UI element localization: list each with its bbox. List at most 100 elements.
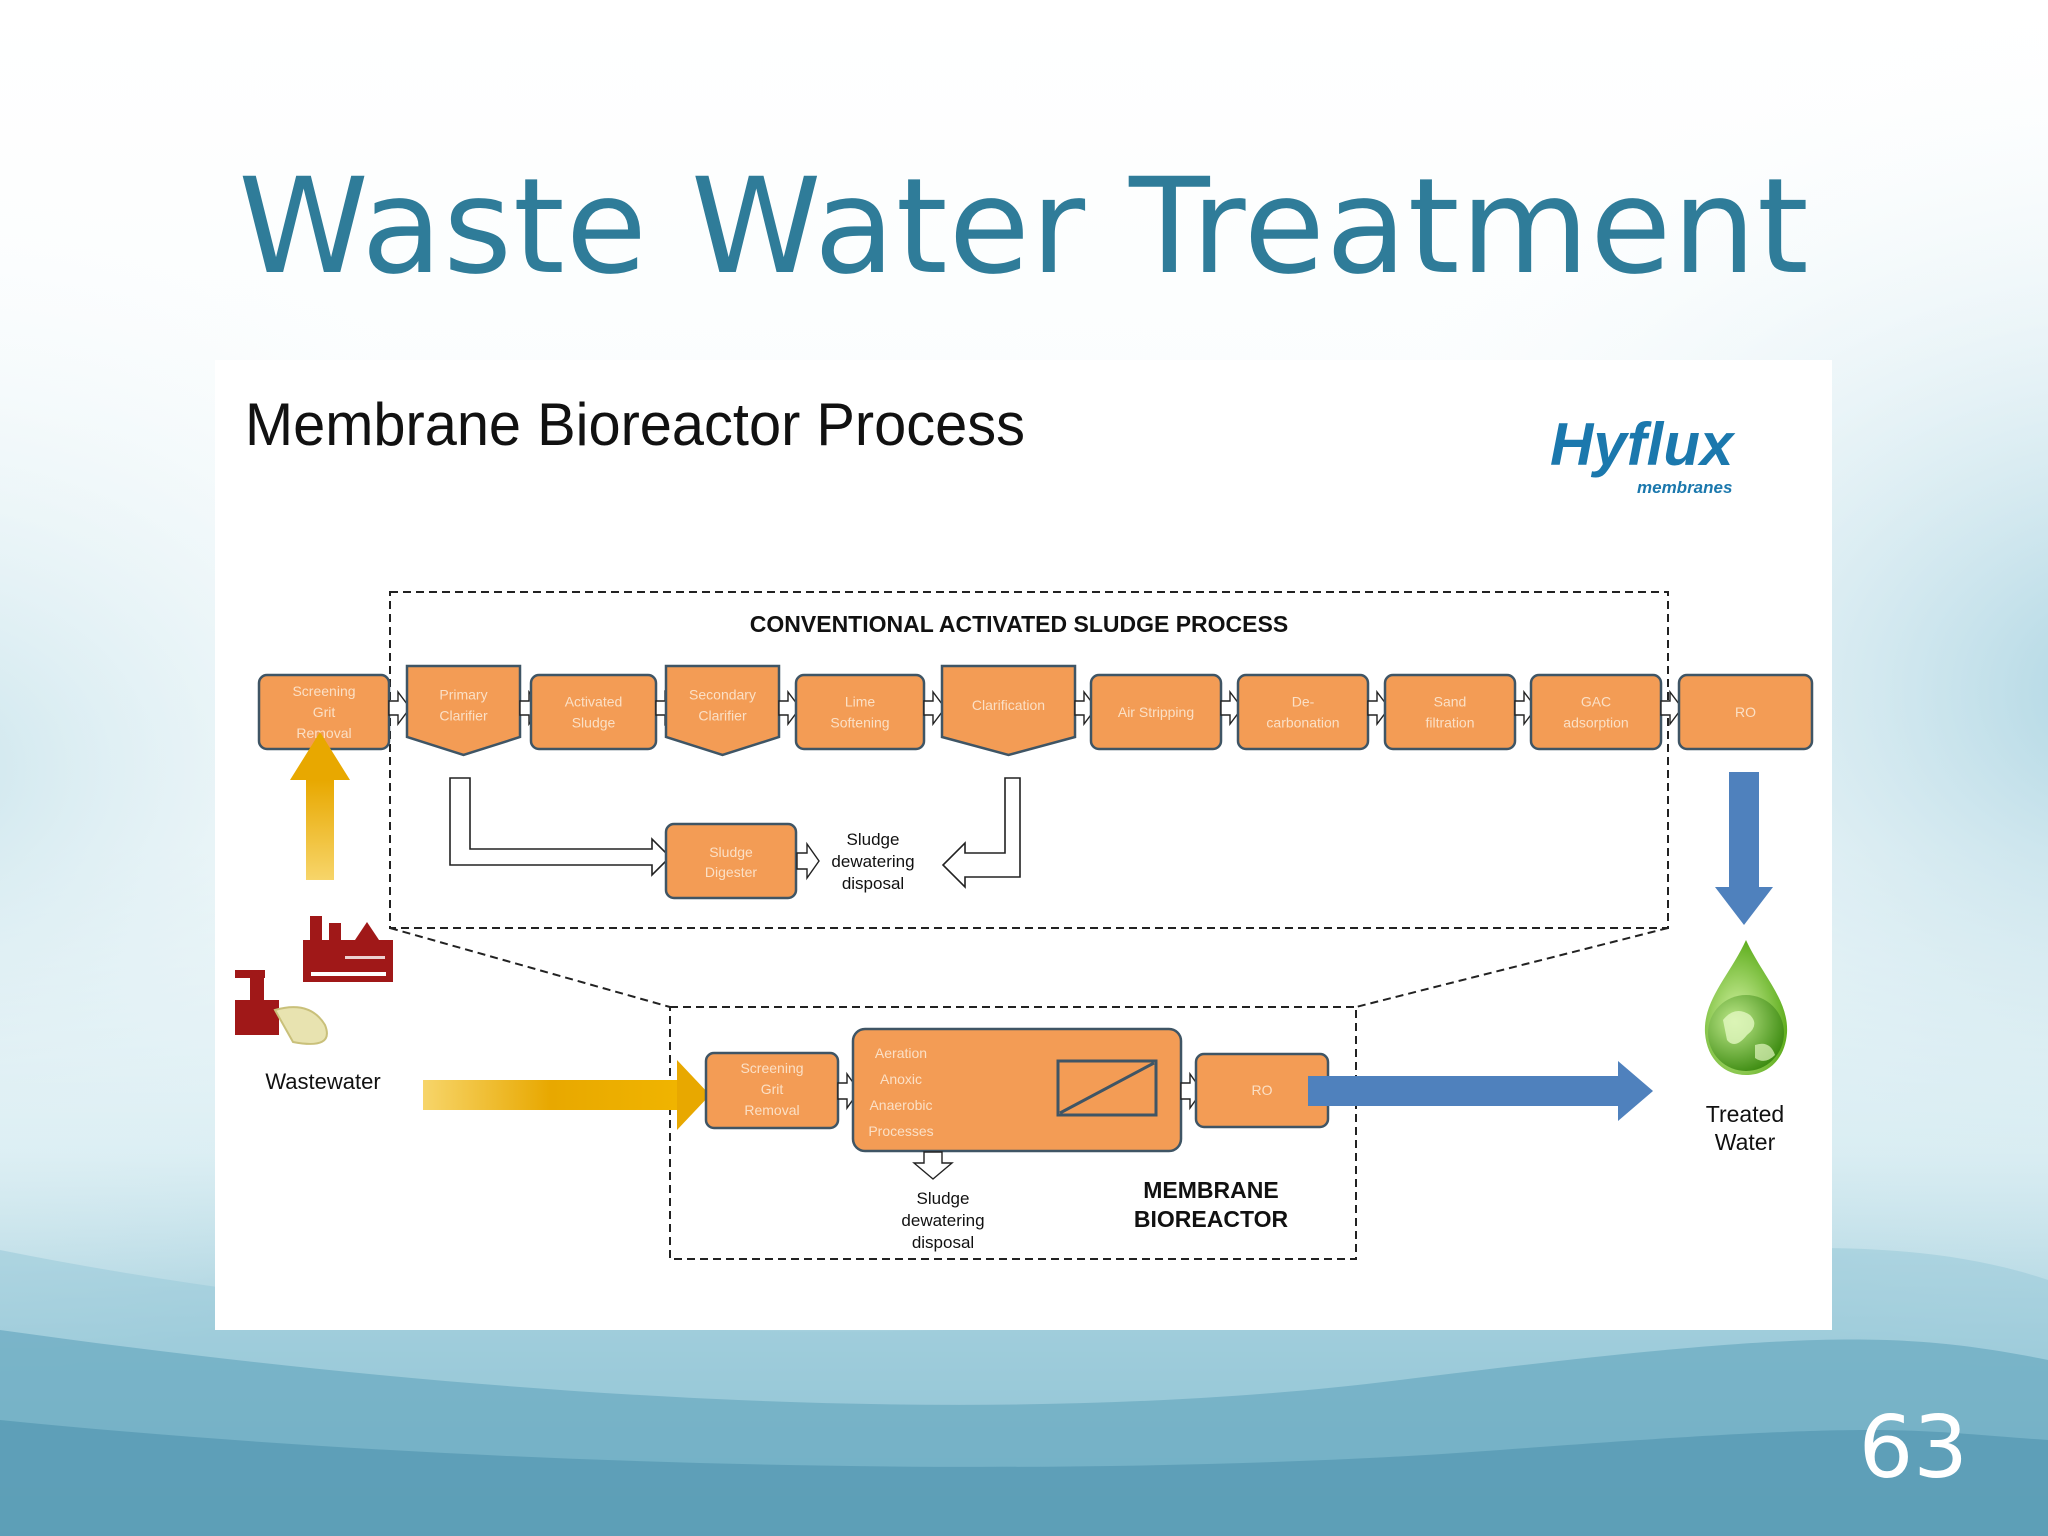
input-arrow-head (290, 732, 350, 780)
process-step-label: Screening (292, 683, 355, 699)
mbr-heading-line-2: BIOREACTOR (1134, 1206, 1289, 1232)
factory-icon (235, 916, 393, 1045)
process-step-label: Air Stripping (1118, 704, 1194, 720)
mbr-frame (669, 1006, 1357, 1260)
process-step-label: Sludge (572, 715, 616, 731)
digester-out-arrow (796, 841, 820, 881)
process-step-shape (1529, 673, 1663, 751)
zoom-line-left (389, 927, 671, 1008)
wastewater-arrow-shaft (423, 1080, 678, 1110)
mbr-disposal-line-3: disposal (912, 1233, 974, 1252)
process-step-label: GAC (1581, 694, 1611, 710)
hyflux-logo: Hyflux membranes (1550, 411, 1736, 497)
mbr-sludge-arrow (912, 1151, 954, 1180)
conv-disposal-line-1: Sludge (847, 830, 900, 849)
process-step-shape (794, 673, 926, 751)
process-step-6: Clarification (940, 664, 1077, 757)
process-step-label: Secondary (689, 687, 756, 703)
conv-disposal-line-2: dewatering (831, 852, 914, 871)
process-step-shape (1383, 673, 1517, 751)
flow-arrow (923, 689, 946, 727)
process-step-label: Clarification (972, 697, 1045, 713)
mbr-process-line-4: Processes (868, 1123, 933, 1139)
process-step-label: RO (1735, 704, 1756, 720)
flow-arrow (388, 689, 411, 727)
process-step-label: Removal (296, 725, 351, 741)
mbr-processes-box: Aeration Anoxic Anaerobic Processes (851, 1027, 1183, 1153)
process-step-shape (664, 664, 781, 757)
sludge-digester: Sludge Digester (664, 822, 798, 900)
sludge-arrow-right (941, 777, 1021, 889)
process-step-9: Sand filtration (1383, 673, 1517, 751)
process-step-shape (1677, 673, 1814, 751)
conv-disposal-line-3: disposal (842, 874, 904, 893)
treated-arrow-head (1618, 1061, 1653, 1121)
water-drop-globe-icon (1704, 940, 1788, 1075)
process-step-8: De-carbonation (1236, 673, 1370, 751)
conventional-heading: CONVENTIONAL ACTIVATED SLUDGE PROCESS (750, 611, 1288, 637)
sludge-arrow-left (449, 777, 672, 877)
flow-arrow (1220, 689, 1243, 727)
process-step-shape (1236, 673, 1370, 751)
process-step-label: filtration (1425, 715, 1474, 731)
mbr-screening-line-1: Screening (740, 1060, 803, 1076)
mbr-process-diagram: Membrane Bioreactor Process Hyflux membr… (215, 360, 1832, 1330)
conventional-sludge-disposal: Sludge dewatering disposal (831, 830, 914, 893)
treated-arrow-shaft (1308, 1076, 1620, 1106)
page-number: 63 (1858, 1398, 1968, 1498)
process-step-label: adsorption (1563, 715, 1628, 731)
mbr-process-line-1: Aeration (875, 1045, 927, 1061)
diagram-heading: Membrane Bioreactor Process (245, 391, 1025, 458)
digester-line-2: Digester (705, 864, 757, 880)
logo-sub: membranes (1637, 478, 1732, 497)
treated-water-line-2: Water (1715, 1129, 1776, 1155)
process-step-label: Lime (845, 694, 876, 710)
mbr-screening-line-3: Removal (744, 1102, 799, 1118)
process-step-label: Primary (439, 687, 487, 703)
mbr-heading: MEMBRANE BIOREACTOR (1134, 1177, 1289, 1232)
mbr-process-line-2: Anoxic (880, 1071, 922, 1087)
mbr-process-line-3: Anaerobic (869, 1097, 932, 1113)
logo-brand: Hyflux (1550, 411, 1736, 478)
process-step-label: Clarifier (698, 708, 747, 724)
input-arrow-shaft (306, 780, 334, 880)
flow-arrow (1367, 689, 1390, 727)
flow-arrow (778, 689, 801, 727)
process-step-7: Air Stripping (1089, 673, 1223, 751)
process-step-label: Softening (830, 715, 889, 731)
mbr-ro-label: RO (1252, 1082, 1273, 1098)
slide-title: Waste Water Treatment (238, 150, 1810, 304)
process-step-shape (940, 664, 1077, 757)
process-step-label: Sand (1434, 694, 1467, 710)
process-step-label: Activated (565, 694, 623, 710)
conventional-frame (389, 591, 1669, 929)
mbr-screening-line-2: Grit (761, 1081, 784, 1097)
process-step-label: carbonation (1266, 715, 1339, 731)
wastewater-label: Wastewater (265, 1069, 380, 1094)
mbr-heading-line-1: MEMBRANE (1143, 1177, 1278, 1203)
ro-down-arrow-head (1715, 887, 1773, 925)
mbr-screening-box: Screening Grit Removal (704, 1051, 840, 1130)
process-step-label: Clarifier (439, 708, 488, 724)
process-step-shape (405, 664, 522, 757)
mbr-sludge-disposal: Sludge dewatering disposal (901, 1189, 984, 1252)
wastewater-arrow-head (677, 1060, 710, 1130)
conventional-steps: ScreeningGritRemovalPrimaryClarifierActi… (257, 664, 1814, 757)
ro-down-arrow-shaft (1729, 772, 1759, 887)
mbr-disposal-line-2: dewatering (901, 1211, 984, 1230)
membrane-module-icon (1056, 1059, 1158, 1117)
process-step-label: Grit (313, 704, 336, 720)
mbr-disposal-line-1: Sludge (917, 1189, 970, 1208)
flow-arrow (1660, 689, 1683, 727)
digester-line-1: Sludge (709, 844, 753, 860)
process-step-shape (529, 673, 658, 751)
zoom-line-right (1355, 927, 1669, 1008)
process-step-label: De- (1292, 694, 1315, 710)
process-step-11: RO (1677, 673, 1814, 751)
process-step-10: GAC adsorption (1529, 673, 1663, 751)
